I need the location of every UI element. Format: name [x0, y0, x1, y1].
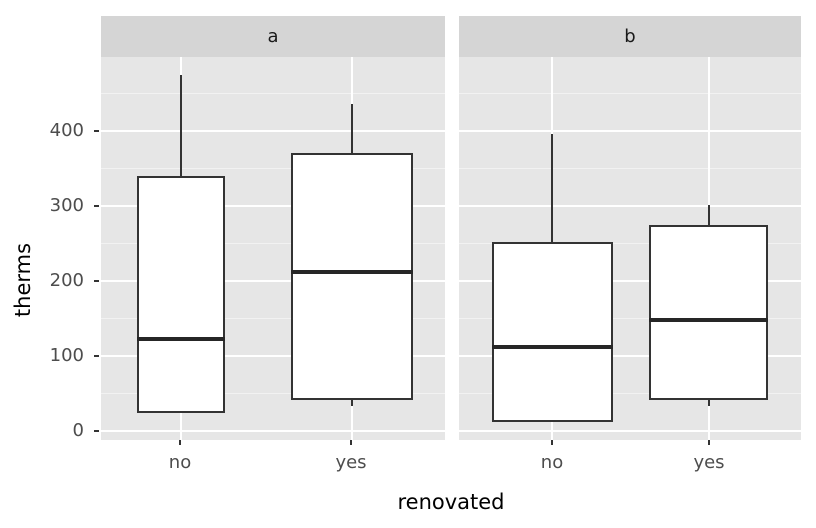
gridline-minor [101, 393, 445, 394]
x-tick-label-b-no: no [540, 452, 564, 473]
panel-b [459, 57, 801, 440]
gridline-major-300 [459, 205, 801, 207]
gridline-minor [459, 168, 801, 169]
x-tick-mark-b-no [551, 440, 553, 445]
gridline-major-100 [459, 355, 801, 357]
x-tick-mark-b-yes [708, 440, 710, 445]
gridline-minor [459, 243, 801, 244]
box-a-no [137, 176, 225, 413]
gridline-minor [101, 243, 445, 244]
x-tick-mark-a-yes [350, 440, 352, 445]
y-tick-mark-100 [94, 355, 99, 357]
y-tick-label-400: 400 [49, 120, 84, 141]
gridline-minor [101, 168, 445, 169]
gridline-major-0 [101, 430, 445, 432]
panel-a [101, 57, 445, 440]
x-tick-label-b-yes: yes [693, 452, 725, 473]
gridline-minor [459, 393, 801, 394]
gridline-major-400 [459, 130, 801, 132]
gridline-minor [101, 93, 445, 94]
facet-strip-label-b: b [624, 26, 636, 47]
gridline-minor [459, 93, 801, 94]
y-tick-mark-400 [94, 130, 99, 132]
whisker-upper-a-no [180, 75, 182, 176]
x-axis-title: renovated [397, 490, 505, 514]
gridline-major-200 [459, 280, 801, 282]
y-tick-label-200: 200 [49, 270, 84, 291]
gridline-major-0 [459, 430, 801, 432]
y-tick-label-100: 100 [49, 345, 84, 366]
y-tick-mark-300 [94, 205, 99, 207]
facet-strip-a: a [101, 16, 445, 57]
gridline-minor [101, 318, 445, 319]
box-b-no [492, 242, 613, 422]
gridline-minor [459, 318, 801, 319]
x-tick-label-a-no: no [168, 452, 192, 473]
median-a-no [137, 337, 225, 341]
whisker-lower-b-yes [708, 400, 710, 406]
box-b-yes [649, 225, 768, 400]
gridline-major-100 [101, 355, 445, 357]
y-tick-mark-0 [94, 430, 99, 432]
whisker-upper-a-yes [351, 104, 353, 153]
x-tick-mark-a-no [179, 440, 181, 445]
whisker-upper-b-no [551, 134, 553, 242]
facet-strip-b: b [459, 16, 801, 57]
gridline-major-400 [101, 130, 445, 132]
y-tick-label-0: 0 [72, 420, 84, 441]
y-tick-label-300: 300 [49, 195, 84, 216]
median-b-yes [649, 318, 768, 322]
gridline-major-300 [101, 205, 445, 207]
y-tick-mark-200 [94, 280, 99, 282]
whisker-upper-b-yes [708, 205, 710, 225]
gridline-major-200 [101, 280, 445, 282]
median-b-no [492, 345, 613, 349]
x-tick-label-a-yes: yes [335, 452, 367, 473]
box-a-yes [291, 153, 413, 400]
median-a-yes [291, 270, 413, 274]
facet-strip-label-a: a [267, 26, 279, 47]
whisker-lower-a-yes [351, 400, 353, 406]
